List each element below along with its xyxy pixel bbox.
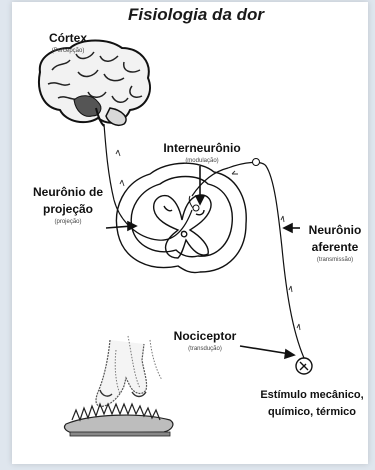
interneuron-name: Interneurônio: [163, 141, 240, 155]
interneuron-sub: (modulação): [152, 158, 252, 164]
nociceptor-label: Nociceptor (transdução): [162, 328, 248, 352]
nociceptor-sub: (transdução): [162, 346, 248, 352]
interneuron-label: Interneurônio (modulação): [152, 140, 252, 164]
cortex-name: Córtex: [49, 31, 87, 45]
afferent-neuron-name: Neurônio aferente: [309, 223, 362, 254]
cortex-label: Córtex (Percepção): [36, 30, 100, 54]
diagram-title: Fisiologia da dor: [128, 6, 264, 24]
projection-neuron-sub: (projeção): [24, 219, 112, 225]
projection-neuron-label: Neurônio de projeção (projeção): [24, 184, 112, 225]
cortex-sub: (Percepção): [36, 48, 100, 54]
nociceptor-name: Nociceptor: [174, 329, 237, 343]
foot-stepping-on-trap-icon: [64, 336, 172, 436]
receptor-ending-icon: [296, 358, 312, 374]
stimulus-name: Estímulo mecânico, químico, térmico: [260, 389, 363, 418]
afferent-neuron-sub: (transmissão): [300, 257, 370, 263]
spinal-cord-cross-section-icon: [116, 163, 246, 272]
projection-neuron-name: Neurônio de projeção: [33, 185, 103, 216]
afferent-neuron-label: Neurônio aferente (transmissão): [300, 222, 370, 263]
stimulus-label: Estímulo mecânico, químico, térmico: [254, 386, 370, 420]
